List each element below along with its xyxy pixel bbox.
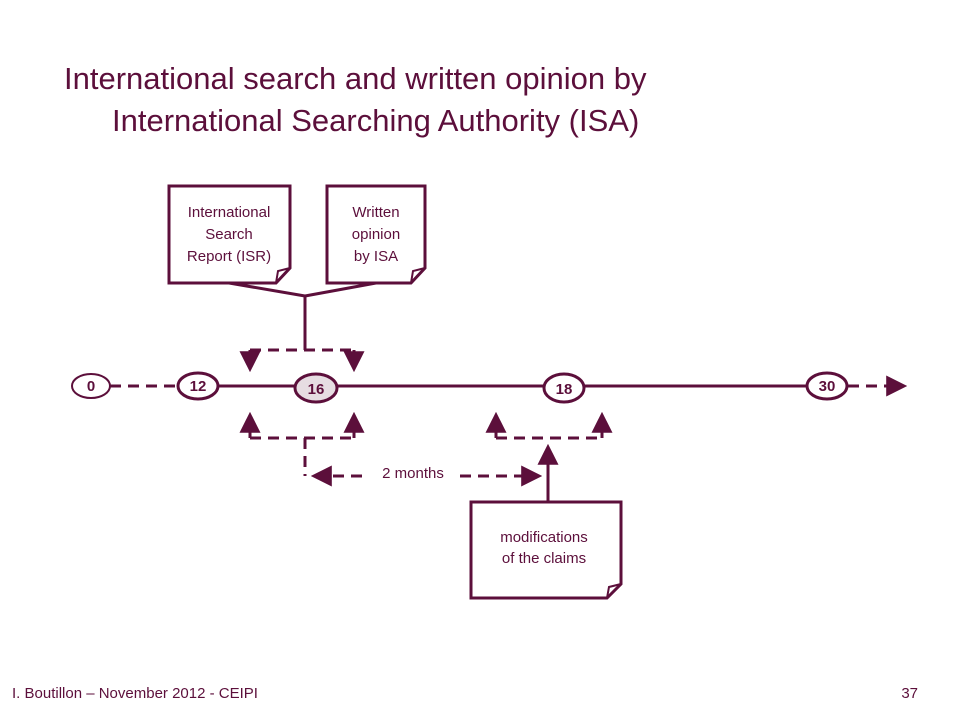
milestone-0: 0 xyxy=(71,373,111,399)
isr-label-line-3: Report (ISR) xyxy=(187,248,271,265)
modifications-label-line-1: modifications xyxy=(500,529,588,546)
wo-label-line-2: opinion xyxy=(352,226,400,243)
milestone-16-label: 16 xyxy=(308,381,325,398)
footer-author: I. Boutillon – November 2012 - CEIPI xyxy=(12,685,258,702)
title-line-2: International Searching Authority (ISA) xyxy=(112,103,640,138)
milestone-0-label: 0 xyxy=(87,378,95,395)
documents-connector xyxy=(228,281,377,350)
isr-label-line-2: Search xyxy=(205,226,253,243)
milestone-18-label: 18 xyxy=(556,381,573,398)
written-opinion-document-box: Written opinion by ISA xyxy=(325,184,427,285)
two-months-interval: 2 months xyxy=(310,465,543,487)
upper-dashed-bracket xyxy=(239,348,365,373)
wo-label-line-1: Written xyxy=(352,204,399,221)
milestone-30: 30 xyxy=(805,371,849,401)
modifications-document-box: modifications of the claims xyxy=(469,500,623,600)
modifications-label-line-2: of the claims xyxy=(502,550,586,567)
isr-label-line-1: International xyxy=(188,204,271,221)
milestone-16: 16 xyxy=(293,372,339,404)
milestone-18: 18 xyxy=(542,372,586,404)
isr-document-box: International Search Report (ISR) xyxy=(167,184,292,285)
slide-title: International search and written opinion… xyxy=(64,58,924,142)
wo-label-line-3: by ISA xyxy=(354,248,398,265)
lower-left-dashed-bracket xyxy=(239,411,365,476)
lower-right-dashed-bracket xyxy=(485,411,613,440)
two-months-label: 2 months xyxy=(382,465,444,482)
title-line-1: International search and written opinion… xyxy=(64,61,647,96)
milestone-12: 12 xyxy=(176,371,220,401)
milestone-12-label: 12 xyxy=(190,378,207,395)
milestone-30-label: 30 xyxy=(819,378,836,395)
footer-page-number: 37 xyxy=(901,685,918,702)
